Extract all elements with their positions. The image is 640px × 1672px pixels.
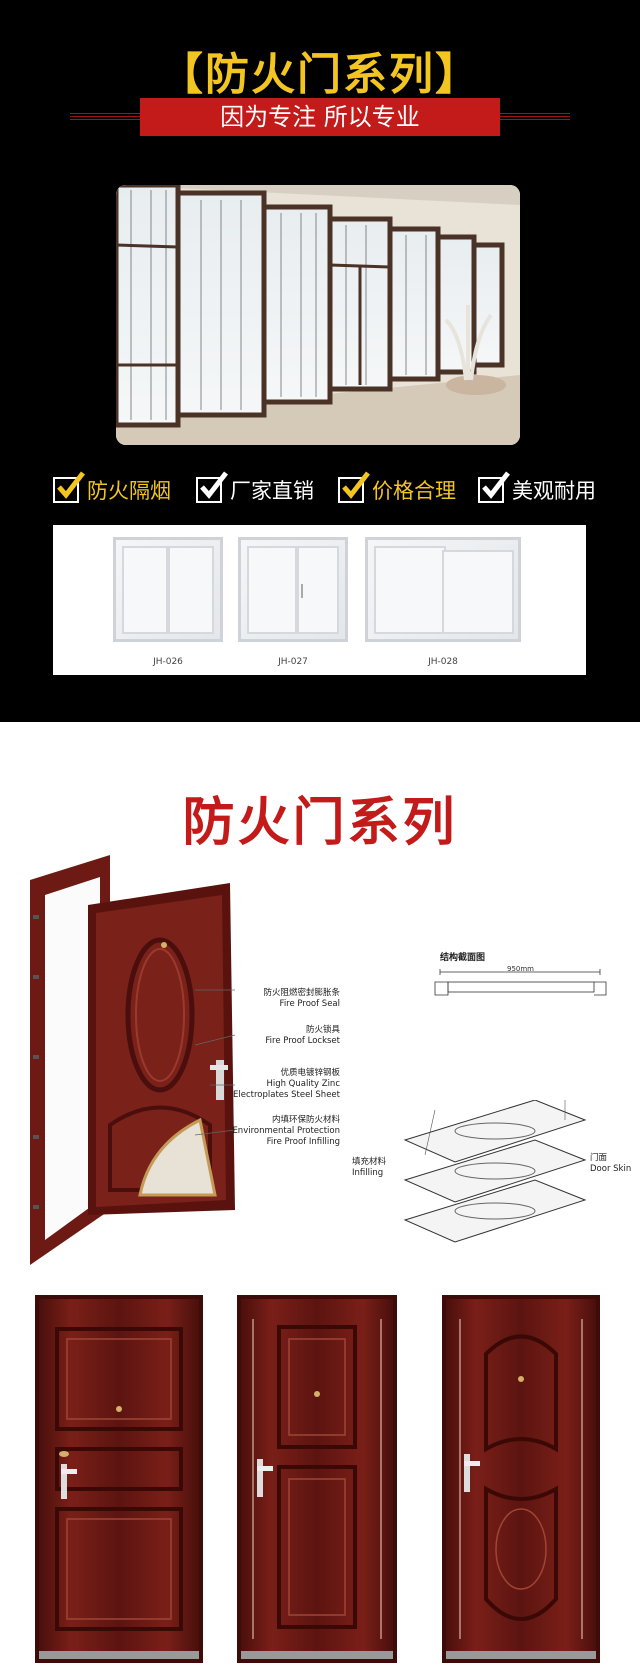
check-icon bbox=[478, 471, 510, 503]
window-code: JH-026 bbox=[153, 657, 183, 667]
check-icon bbox=[196, 471, 228, 503]
window-corridor-illustration bbox=[116, 185, 520, 445]
subtitle-bar: 因为专注 所以专业 bbox=[140, 98, 500, 136]
window-code: JH-027 bbox=[278, 657, 308, 667]
feature-item: 美观耐用 bbox=[478, 470, 596, 510]
window-code: JH-028 bbox=[428, 657, 458, 667]
feature-checklist: 防火隔烟 厂家直销 价格合理 美观耐用 bbox=[0, 470, 640, 510]
structure-title: 结构截面图 bbox=[440, 953, 486, 963]
door-product-1 bbox=[35, 1295, 203, 1663]
window-jh027 bbox=[238, 537, 348, 642]
window-models-panel: JH-026 JH-027 JH-028 bbox=[53, 525, 586, 675]
window-jh026 bbox=[113, 537, 223, 642]
deco-lines-right bbox=[500, 111, 570, 123]
exploded-layers-diagram bbox=[403, 1100, 587, 1243]
cross-section-diagram bbox=[434, 969, 607, 996]
section-title: 防火门系列 bbox=[182, 793, 458, 853]
bracket-right: 】 bbox=[435, 49, 481, 100]
door-panel-art bbox=[39, 1327, 199, 1659]
feature-label: 价格合理 bbox=[372, 479, 456, 503]
feature-label: 厂家直销 bbox=[230, 479, 314, 503]
feature-label: 美观耐用 bbox=[512, 479, 596, 503]
banner-title-text: 防火门系列 bbox=[205, 49, 435, 100]
open-door-illustration bbox=[30, 855, 235, 1265]
top-banner: 【防火门系列】 因为专注 所以专业 bbox=[0, 0, 640, 722]
feature-item: 厂家直销 bbox=[196, 470, 314, 510]
feature-item: 防火隔烟 bbox=[53, 470, 171, 510]
door-product-3 bbox=[442, 1295, 600, 1663]
door-product-2 bbox=[237, 1295, 397, 1663]
feature-label: 防火隔烟 bbox=[87, 479, 171, 503]
check-icon bbox=[53, 471, 85, 503]
dimension-label: 950mm bbox=[507, 965, 534, 973]
leader-lines bbox=[195, 989, 236, 1136]
banner-title: 【防火门系列】 bbox=[0, 38, 640, 102]
bracket-left: 【 bbox=[159, 49, 205, 100]
check-icon bbox=[338, 471, 370, 503]
deco-lines-left bbox=[70, 111, 140, 123]
feature-item: 价格合理 bbox=[338, 470, 456, 510]
door-panel-art bbox=[446, 1319, 596, 1659]
window-jh028 bbox=[365, 537, 521, 642]
door-panel-art bbox=[241, 1319, 393, 1659]
hero-window-photo bbox=[116, 185, 520, 445]
